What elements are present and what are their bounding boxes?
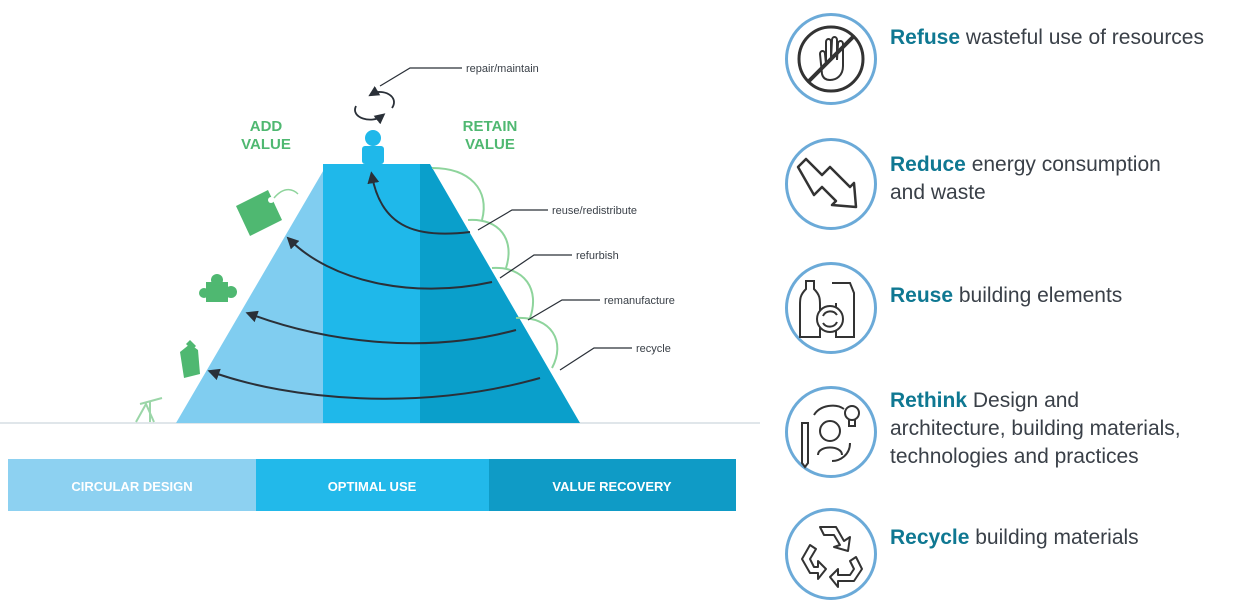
strategy-reduce: Reduce energy consumption and waste (785, 138, 1255, 234)
pyramid-middle-section (323, 164, 423, 423)
reduce-icon-circle (785, 138, 877, 230)
rethink-text-line-3: technologies and practices (890, 445, 1139, 468)
arrow-refurbish (286, 236, 493, 290)
strategy-rethink: Rethink Design and architecture, buildin… (785, 386, 1255, 482)
loop-label-remanufacture: remanufacture (604, 295, 675, 307)
value-pyramid-diagram: ADD VALUE RETAIN VALUE repair/maintain r… (0, 63, 760, 511)
reduce-keyword: Reduce (890, 153, 966, 176)
reuse-text: building elements (958, 284, 1123, 307)
repair-loop-arrow (368, 86, 395, 109)
strategy-refuse: Refuse wasteful use of resources (785, 13, 1255, 109)
pyramid-left-section (176, 166, 326, 423)
value-arrows (207, 171, 541, 400)
recycle-icon (801, 526, 863, 588)
recycle-text: building materials (975, 526, 1139, 549)
pyramid-right-section (420, 164, 580, 423)
recycle-keyword: Recycle (890, 526, 970, 549)
add-value-label-line-2: VALUE (241, 136, 291, 153)
arrow-reuse (367, 171, 471, 235)
band-label-circular-design: CIRCULAR DESIGN (71, 479, 192, 494)
loop-label-repair: repair/maintain (466, 63, 539, 75)
retain-value-label-line-1: RETAIN (463, 118, 518, 135)
reuse-icon-circle (785, 262, 877, 354)
oil-pump-icon (135, 397, 163, 423)
price-tag-icon (236, 188, 299, 236)
rethink-text-line-2: architecture, building materials, (890, 417, 1181, 440)
loop-label-refurbish: refurbish (576, 250, 619, 262)
rethink-icon-circle (785, 386, 877, 478)
retain-value-label-line-2: VALUE (465, 136, 515, 153)
rethink-text-line-1: Design and (972, 389, 1080, 412)
recycle-icon-circle (785, 508, 877, 600)
band-optimal-use (256, 459, 489, 511)
loop-label-recycle: recycle (636, 343, 671, 355)
arrow-remanufacture (245, 310, 517, 345)
factory-icon (180, 340, 200, 378)
refuse-keyword: Refuse (890, 26, 961, 49)
band-label-optimal-use: OPTIMAL USE (328, 479, 417, 494)
rethink-idea-icon (801, 404, 860, 469)
pyramid-top-figure (362, 130, 384, 164)
band-circular-design (8, 459, 256, 511)
band-value-recovery (489, 459, 736, 511)
no-hand-icon (797, 25, 865, 93)
green-loop-bumps (431, 167, 559, 369)
reuse-bottles-icon (799, 280, 855, 338)
rethink-keyword: Rethink (890, 389, 968, 412)
reuse-keyword: Reuse (890, 284, 954, 307)
puzzle-piece-icon (199, 274, 237, 302)
strategy-recycle: Recycle building materials (785, 508, 1255, 604)
strategy-reuse: Reuse building elements (785, 262, 1255, 358)
band-label-value-recovery: VALUE RECOVERY (552, 479, 672, 494)
arrow-recycle (207, 368, 541, 400)
add-value-label-line-1: ADD (250, 118, 283, 135)
refuse-text: wasteful use of resources (965, 26, 1204, 49)
reduce-text-line-2: and waste (890, 181, 986, 204)
reduce-text-line-1: energy consumption (971, 153, 1161, 176)
refuse-icon-circle (785, 13, 877, 105)
loop-label-reuse: reuse/redistribute (552, 205, 637, 217)
repair-loop-arrow-2 (354, 105, 386, 125)
down-trend-arrow-icon (796, 157, 858, 209)
leader-lines (379, 67, 632, 371)
